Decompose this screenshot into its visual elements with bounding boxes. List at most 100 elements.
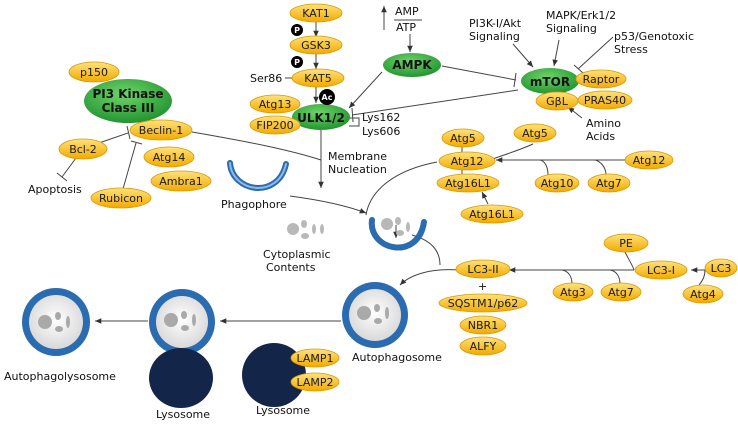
atg7-top-pill: Atg7: [587, 173, 631, 193]
bcl2-pill: Bcl-2: [58, 138, 108, 160]
lc3ii-label: LC3-II: [467, 263, 498, 276]
ambra1-pill: Ambra1: [150, 170, 212, 192]
atg16l1-lower-label: Atg16L1: [469, 208, 515, 221]
gsk3-label: GSK3: [301, 39, 331, 52]
autophagolysosome-label: Autophagolysosome: [4, 370, 116, 383]
ambra1-label: Ambra1: [159, 175, 202, 188]
pras40-pill: PRAS40: [577, 90, 633, 110]
membrane-nucleation-label-1: Membrane: [328, 150, 387, 163]
atg16l1-pill: Atg16L1: [436, 173, 500, 193]
autophagolysosome: [22, 288, 90, 356]
membrane-nucleation-label-2: Nucleation: [328, 163, 387, 176]
pras40-label: PRAS40: [584, 94, 626, 107]
nbr1-pill: NBR1: [459, 315, 507, 335]
autophagosome-label: Autophagosome: [352, 351, 442, 364]
ulk-node: ULK1/2: [292, 104, 350, 130]
fip200-pill: FIP200: [249, 115, 301, 135]
kat1-label: KAT1: [302, 7, 329, 20]
atg7-bottom-label: Atg7: [608, 286, 634, 299]
autophagosome-lysosome-fusion: [149, 289, 215, 408]
atp-label: ATP: [396, 21, 416, 34]
forming-autophagosome: [368, 217, 427, 251]
atg13-pill: Atg13: [249, 94, 301, 114]
rubicon-label: Rubicon: [99, 192, 143, 205]
atg13-label: Atg13: [259, 98, 292, 111]
pi3k-akt-label-1: PI3K-I/Akt: [469, 17, 522, 30]
atg5-right-label: Atg5: [522, 127, 548, 140]
kat1-pill: KAT1: [289, 3, 343, 23]
lysosome-left-label: Lysosome: [156, 408, 210, 421]
lamp1-label: LAMP1: [296, 352, 333, 365]
amino-acids-label-1: Amino: [586, 117, 621, 130]
kat5-label: KAT5: [304, 72, 331, 85]
p53-label-1: p53/Genotoxic: [614, 30, 694, 43]
atg12-right-pill: Atg12: [624, 150, 674, 170]
atg4-pill: Atg4: [682, 284, 724, 304]
lc3-label: LC3: [711, 262, 732, 275]
beclin1-pill: Beclin-1: [129, 119, 193, 141]
acetyl-badge-text: Ac: [322, 93, 333, 102]
raptor-label: Raptor: [583, 73, 620, 86]
fip200-label: FIP200: [256, 119, 293, 132]
phospho-badge-1-text: P: [294, 26, 300, 35]
lysosome: [242, 343, 306, 407]
kat5-pill: KAT5: [291, 68, 345, 88]
p53-label-2: Stress: [614, 43, 648, 56]
ser86-label: Ser86: [250, 72, 282, 85]
atg14-label: Atg14: [153, 151, 186, 164]
atg4-label: Atg4: [690, 288, 716, 301]
amino-acids-label-2: Acids: [586, 130, 615, 143]
annotations: AMP ATP PI3K-I/Akt Signaling MAPK/Erk1/2…: [4, 5, 694, 421]
rubicon-pill: Rubicon: [90, 187, 152, 209]
ampk-node: AMPK: [383, 53, 441, 77]
ulk-label: ULK1/2: [297, 111, 345, 125]
nbr1-label: NBR1: [468, 319, 498, 332]
gbl-label: GβL: [546, 95, 569, 108]
connectors: [56, 6, 706, 383]
cytoplasmic-contents-label-1: Cytoplasmic: [263, 248, 331, 261]
pi3k-class3-node: PI3 Kinase Class III: [84, 79, 172, 123]
plus-sign: +: [478, 280, 487, 293]
alfy-label: ALFY: [470, 340, 497, 353]
atg10-label: Atg10: [541, 177, 574, 190]
phospho-badge-1: P: [291, 24, 303, 36]
sqstm1-label: SQSTM1/p62: [448, 297, 519, 310]
amp-label: AMP: [395, 5, 419, 18]
cytoplasmic-contents-label-2: Contents: [266, 261, 316, 274]
atg5-right-pill: Atg5: [513, 123, 557, 143]
acetyl-badge: Ac: [319, 89, 335, 105]
p150-pill: p150: [68, 61, 120, 83]
lys162-label: Lys162: [362, 111, 400, 124]
sqstm1-pill: SQSTM1/p62: [438, 293, 528, 313]
lc3ii-pill: LC3-II: [455, 259, 511, 279]
atg12-pill: Atg12: [438, 151, 496, 171]
phagophore: [227, 160, 289, 191]
autophagosome: [342, 282, 408, 348]
mapk-label-1: MAPK/Erk1/2: [546, 9, 616, 22]
atg12-label: Atg12: [451, 155, 484, 168]
phospho-badge-2: P: [291, 56, 303, 68]
bcl2-label: Bcl-2: [69, 143, 97, 156]
lys606-label: Lys606: [362, 125, 400, 138]
phagophore-label: Phagophore: [221, 198, 287, 211]
mtor-label: mTOR: [530, 75, 570, 89]
apoptosis-label: Apoptosis: [28, 183, 82, 196]
mapk-label-2: Signaling: [546, 22, 597, 35]
atg7-top-label: Atg7: [596, 177, 622, 190]
atg3-label: Atg3: [560, 286, 586, 299]
atg16l1-lower-pill: Atg16L1: [460, 204, 524, 224]
atg16l1-label: Atg16L1: [445, 177, 491, 190]
lamp2-pill: LAMP2: [290, 372, 340, 392]
gsk3-pill: GSK3: [289, 35, 343, 55]
lc3-pill: LC3: [704, 258, 738, 278]
atg3-pill: Atg3: [552, 282, 594, 302]
atg10-pill: Atg10: [534, 173, 580, 193]
ampk-label: AMPK: [392, 58, 432, 72]
atg12-right-label: Atg12: [633, 154, 666, 167]
atg14-pill: Atg14: [143, 146, 195, 168]
atg5-top-pill: Atg5: [441, 128, 485, 148]
lamp2-label: LAMP2: [296, 376, 333, 389]
alfy-pill: ALFY: [459, 336, 507, 356]
raptor-pill: Raptor: [575, 69, 627, 89]
